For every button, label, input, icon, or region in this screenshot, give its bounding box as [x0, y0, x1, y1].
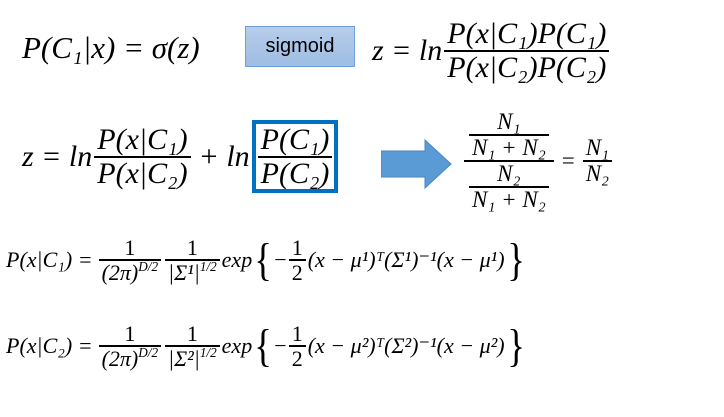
posterior-sigmoid-equation: P(C₁|x) = σ(z) — [22, 28, 200, 68]
equals-sign: = — [561, 148, 575, 174]
gaussian-equation-class-1: P(x|C₁) = 1 (2π)D/2 1 |Σ¹|1/2 exp { − 1 … — [6, 236, 527, 284]
denominator: P(x|C₂) — [97, 156, 188, 190]
plus-ln: + ln — [198, 139, 250, 173]
sigma-det: |Σ²| — [168, 346, 200, 372]
quadratic-form: (x − μ²)ᵀ(Σ²)⁻¹(x − μ²) — [307, 333, 505, 359]
denominator: N₂ — [585, 161, 610, 187]
z-ln: z = ln — [372, 33, 443, 67]
normalizer-sigma: 1 |Σ¹|1/2 — [165, 236, 220, 284]
right-brace: } — [506, 234, 525, 286]
right-brace: } — [506, 320, 525, 372]
exponent: D/2 — [138, 258, 159, 274]
denominator: |Σ¹|1/2 — [165, 258, 220, 286]
fraction-bar — [469, 134, 549, 137]
normalizer-pi: 1 (2π)D/2 — [98, 321, 162, 372]
fraction-bar — [165, 259, 220, 262]
normalizer-sigma: 1 |Σ²|1/2 — [165, 322, 220, 370]
denominator: 2 — [291, 346, 303, 372]
two-pi: (2π) — [101, 260, 139, 286]
sigma-det: |Σ¹| — [168, 260, 200, 286]
top-fraction: N₁ N₁ + N₂ — [464, 109, 554, 161]
minus-sign: − — [274, 247, 287, 273]
fraction-bar — [94, 155, 191, 158]
fraction-bar — [98, 345, 162, 348]
z-ln: z = ln — [22, 139, 93, 173]
numerator: 1 — [186, 321, 198, 346]
quadratic-form: (x − μ¹)ᵀ(Σ¹)⁻¹(x − μ¹) — [307, 247, 505, 273]
denominator: (2π)D/2 — [99, 258, 161, 286]
left-brace: { — [254, 234, 273, 286]
likelihood-ratio: P(x|C₁) P(x|C₂) — [94, 123, 191, 190]
denominator: N₁ + N₂ — [472, 135, 546, 161]
fraction-bar — [257, 155, 333, 158]
compound-fraction: N₁ N₁ + N₂ N₂ N₁ + N₂ — [464, 109, 554, 213]
numerator: N₁ — [497, 109, 521, 134]
denominator: 2 — [291, 260, 303, 286]
fraction-bar — [469, 186, 549, 189]
minus-sign: − — [274, 333, 287, 359]
posterior-lhs: P(C₁|x) = σ(z) — [22, 30, 200, 65]
n1-share: N₁ N₁ + N₂ — [469, 109, 549, 161]
n2-share: N₂ N₁ + N₂ — [469, 162, 549, 212]
z-split-equation: z = ln P(x|C₁) P(x|C₂) + ln P(C₁) P(C₂) — [22, 120, 340, 193]
exponent: 1/2 — [199, 258, 217, 274]
denominator: |Σ²|1/2 — [165, 344, 220, 372]
exponent: D/2 — [138, 344, 159, 360]
fraction-bar — [165, 345, 220, 348]
numerator: 1 — [291, 321, 303, 346]
one-half: 1 2 — [288, 321, 306, 372]
denominator: P(C₂) — [260, 156, 330, 190]
z-definition-equation: z = ln P(x|C₁)P(C₁) P(x|C₂)P(C₂) — [372, 18, 611, 83]
prior-estimate-equation: N₁ N₁ + N₂ N₂ N₁ + N₂ = N₁ N₂ — [462, 109, 614, 213]
denominator: N₁ + N₂ — [472, 187, 546, 213]
bottom-fraction: N₂ N₁ + N₂ — [464, 162, 554, 212]
denominator: (2π)D/2 — [99, 344, 161, 372]
prior-ratio-highlight-box: P(C₁) P(C₂) — [251, 120, 339, 193]
right-arrow-icon — [381, 138, 452, 190]
numerator: N₂ — [497, 161, 521, 187]
exp-label: exp — [221, 247, 253, 273]
exponent: 1/2 — [199, 344, 217, 360]
numerator: 1 — [124, 321, 136, 346]
gaussian-lhs: P(x|C₂) = — [6, 333, 93, 359]
sigmoid-label-box: sigmoid — [245, 26, 355, 67]
gaussian-lhs: P(x|C₁) = — [6, 247, 93, 273]
numerator: P(x|C₁) — [97, 123, 188, 156]
numerator: N₁ — [585, 135, 610, 161]
likelihood-prior-ratio: P(x|C₁)P(C₁) P(x|C₂)P(C₂) — [444, 17, 610, 84]
numerator: 1 — [186, 235, 198, 260]
n1-over-n2: N₁ N₂ — [582, 135, 613, 187]
numerator: P(C₁) — [260, 123, 330, 156]
fraction-bar — [98, 259, 162, 262]
numerator: P(x|C₁)P(C₁) — [447, 17, 607, 50]
fraction-bar — [288, 345, 306, 348]
fraction-bar — [464, 160, 554, 163]
left-brace: { — [254, 320, 273, 372]
numerator: 1 — [291, 235, 303, 260]
fraction-bar — [582, 160, 613, 163]
two-pi: (2π) — [101, 346, 139, 372]
gaussian-equation-class-2: P(x|C₂) = 1 (2π)D/2 1 |Σ²|1/2 exp { − 1 … — [6, 322, 527, 370]
fraction-bar — [444, 49, 610, 52]
exp-label: exp — [221, 333, 253, 359]
fraction-bar — [288, 259, 306, 262]
denominator: P(x|C₂)P(C₂) — [447, 50, 607, 84]
numerator: 1 — [124, 235, 136, 260]
normalizer-pi: 1 (2π)D/2 — [98, 235, 162, 286]
one-half: 1 2 — [288, 235, 306, 286]
